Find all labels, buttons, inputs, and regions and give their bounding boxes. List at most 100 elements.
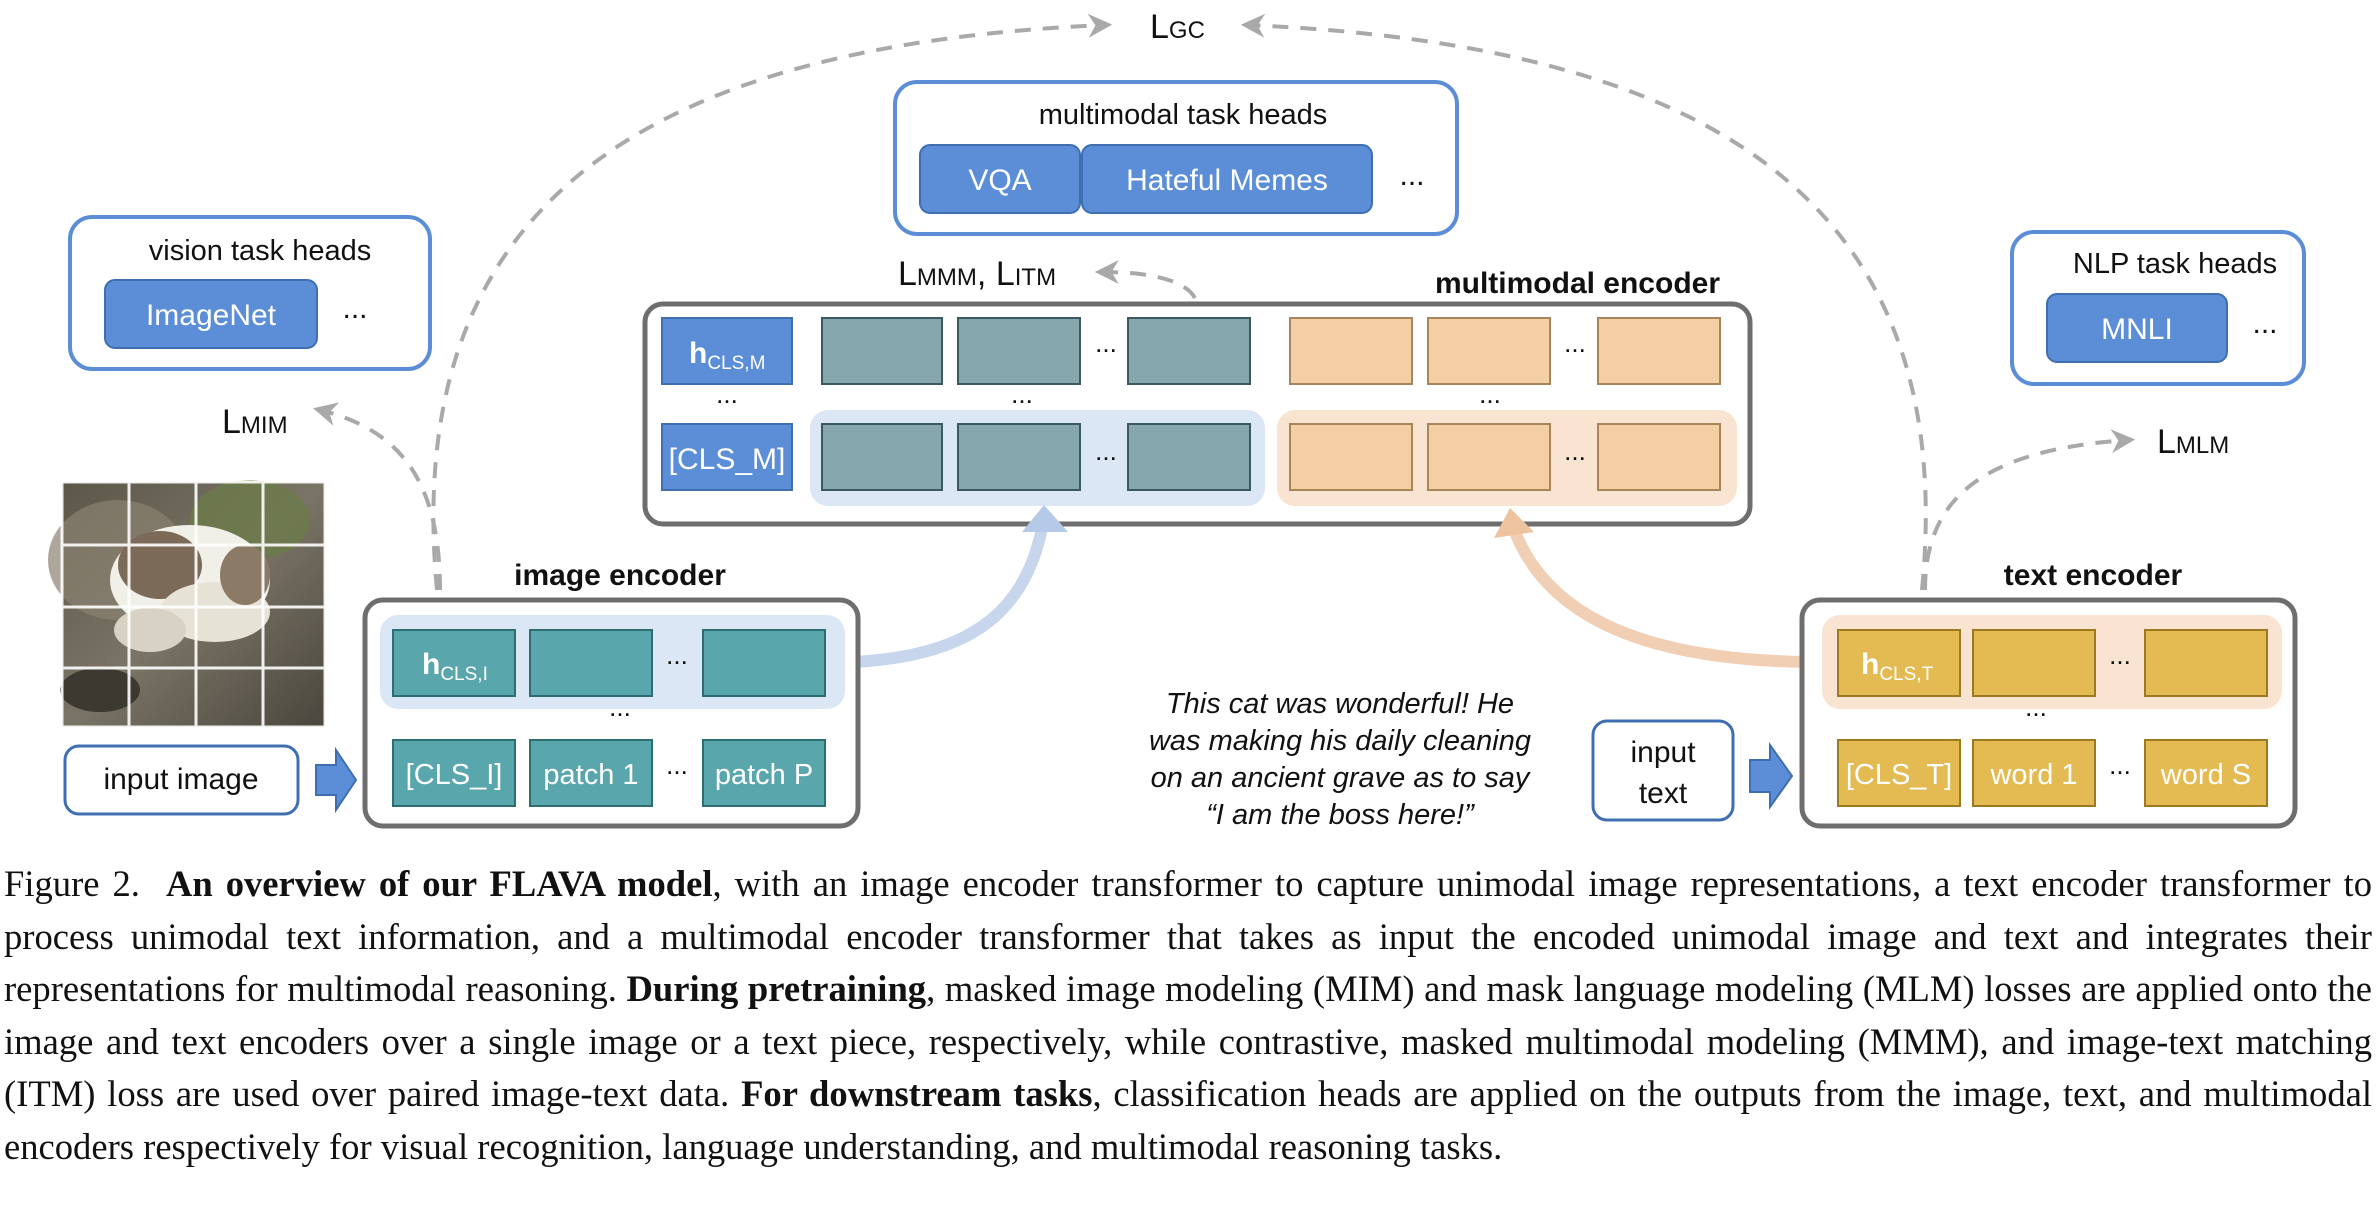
caption-text-3: , classification heads are applied on th…: [4, 1073, 2373, 1167]
svg-text:[CLS_T]: [CLS_T]: [1846, 759, 1952, 791]
vqa-head-label: VQA: [968, 164, 1031, 197]
mm-text-input-s: [1597, 423, 1721, 491]
cls-m-token: [CLS_M]: [661, 423, 793, 491]
mm-text-input-2: [1427, 423, 1551, 491]
mnli-head-button[interactable]: MNLI: [2046, 293, 2228, 363]
mm-text-input-ellipsis: ...: [1564, 436, 1586, 466]
text-encoder: text encoder hCLS,T ... ... [CLS_T] word…: [1799, 559, 2298, 829]
mm-image-input-p: [1127, 423, 1251, 491]
figure-label: Figure 2.: [4, 863, 140, 904]
caption-bold-pretraining: During pretraining: [626, 968, 927, 1010]
imagenet-head-label: ImageNet: [146, 299, 277, 332]
multimodal-heads-ellipsis: ...: [1399, 159, 1424, 192]
input-image-arrow: [315, 746, 358, 814]
mm-image-hidden-p: [1127, 317, 1251, 385]
image-layer-ellipsis: ...: [609, 692, 631, 722]
caption-text-1: , with an image encoder transformer to c…: [4, 863, 2373, 1010]
loss-mim-label: LMIM: [222, 403, 288, 441]
cls-i-token: [CLS_I]: [392, 739, 516, 807]
text-encoder-title: text encoder: [2004, 559, 2183, 592]
multimodal-encoder-title: multimodal encoder: [1435, 267, 1720, 300]
gc-arc-left: [431, 13, 1113, 591]
input-image-photo: [48, 480, 327, 729]
mm-image-input-1: [821, 423, 943, 491]
svg-text:patch P: patch P: [715, 759, 813, 791]
flava-diagram: LGC LMIM LMLM LMMM, LITM multimodal task…: [48, 8, 2306, 830]
svg-text:“I am the boss here!”: “I am the boss here!”: [1206, 799, 1475, 830]
mm-image-hidden-ellipsis: ...: [1095, 328, 1117, 358]
text-layer-ellipsis: ...: [2025, 692, 2047, 722]
svg-text:word 1: word 1: [1989, 759, 2077, 791]
text-to-multimodal-pipe: [1506, 522, 1809, 668]
svg-text:was making his daily cleaning: was making his daily cleaning: [1149, 725, 1531, 757]
svg-text:word S: word S: [2160, 759, 2251, 791]
imagenet-head-button[interactable]: ImageNet: [104, 279, 318, 349]
mm-text-hidden-1: [1289, 317, 1413, 385]
sample-text: This cat was wonderful! He was making hi…: [1149, 688, 1531, 830]
vision-task-heads: vision task heads ImageNet ...: [68, 215, 432, 371]
image-encoder: image encoder hCLS,I ... ... [CLS_I] pat…: [362, 559, 861, 829]
text-token-ellipsis: ...: [2109, 750, 2131, 780]
svg-text:hCLS,I: hCLS,I: [422, 648, 488, 685]
text-hidden-s: [2144, 629, 2268, 697]
svg-text:This cat was wonderful! He: This cat was wonderful! He: [1166, 688, 1514, 720]
svg-text:hCLS,M: hCLS,M: [689, 337, 765, 374]
mm-image-hidden-1: [821, 317, 943, 385]
loss-gc-label: LGC: [1150, 8, 1205, 46]
nlp-heads-ellipsis: ...: [2252, 307, 2277, 340]
caption-bold-downstream: For downstream tasks: [741, 1073, 1093, 1115]
text-to-multimodal-arrowhead: [1494, 508, 1534, 538]
svg-text:on an ancient grave as to say: on an ancient grave as to say: [1151, 762, 1531, 794]
mmm-itm-arrow: [1094, 260, 1197, 300]
mm-image-input-2: [957, 423, 1081, 491]
loss-mmm-itm-label: LMMM, LITM: [898, 255, 1056, 293]
vqa-head-button[interactable]: VQA: [919, 144, 1081, 214]
image-hidden-1: [529, 629, 653, 697]
input-image-box: input image: [63, 744, 300, 816]
loss-mlm-label: LMLM: [2157, 423, 2229, 461]
image-to-multimodal-arrowhead: [1022, 505, 1068, 532]
mm-text-hidden-s: [1597, 317, 1721, 385]
text-hidden-1: [1972, 629, 2096, 697]
mm-image-input-ellipsis: ...: [1095, 436, 1117, 466]
vision-heads-ellipsis: ...: [342, 292, 367, 325]
input-text-box: input text: [1591, 719, 1735, 822]
image-encoder-title: image encoder: [514, 559, 726, 592]
mm-text-col-ellipsis: ...: [1479, 379, 1501, 409]
mm-image-hidden-2: [957, 317, 1081, 385]
h-cls-m-token: hCLS,M: [661, 317, 793, 385]
mm-text-input-1: [1289, 423, 1413, 491]
patch-p-token: patch P: [702, 739, 826, 807]
mnli-head-label: MNLI: [2101, 313, 2173, 346]
h-cls-t-token: hCLS,T: [1837, 629, 1961, 697]
svg-text:[CLS_I]: [CLS_I]: [406, 759, 503, 791]
svg-text:patch 1: patch 1: [543, 759, 638, 791]
mm-text-hidden-2: [1427, 317, 1551, 385]
multimodal-task-heads: multimodal task heads VQA Hateful Memes …: [893, 80, 1459, 236]
patch-1-token: patch 1: [529, 739, 653, 807]
svg-text:hCLS,T: hCLS,T: [1861, 648, 1934, 685]
caption-bold-overview: An overview of our FLAVA model: [165, 863, 713, 904]
mm-text-hidden-ellipsis: ...: [1564, 328, 1586, 358]
text-hidden-ellipsis: ...: [2109, 640, 2131, 670]
word-s-token: word S: [2144, 739, 2268, 807]
hateful-memes-head-label: Hateful Memes: [1126, 164, 1328, 197]
image-hidden-p: [702, 629, 826, 697]
nlp-task-heads: NLP task heads MNLI ...: [2010, 230, 2306, 386]
multimodal-cls-ellipsis: ...: [716, 379, 738, 409]
h-cls-i-token: hCLS,I: [392, 629, 516, 697]
svg-text:input: input: [1630, 736, 1696, 769]
mm-image-col-ellipsis: ...: [1011, 379, 1033, 409]
caption-text-2: , masked image modeling (MIM) and mask l…: [4, 968, 2372, 1115]
vision-heads-title: vision task heads: [149, 235, 371, 267]
input-text-arrow: [1749, 741, 1794, 811]
cls-t-token: [CLS_T]: [1837, 739, 1961, 807]
figure-caption: Figure 2. An overview of our FLAVA model…: [4, 858, 2372, 1174]
hateful-memes-head-button[interactable]: Hateful Memes: [1081, 144, 1373, 214]
svg-text:[CLS_M]: [CLS_M]: [669, 443, 786, 476]
multimodal-heads-title: multimodal task heads: [1039, 99, 1328, 131]
svg-text:input image: input image: [103, 763, 258, 796]
image-hidden-ellipsis: ...: [666, 640, 688, 670]
multimodal-encoder: multimodal encoder hCLS,M ... [CLS_M] ..…: [642, 267, 1753, 527]
image-token-ellipsis: ...: [666, 750, 688, 780]
